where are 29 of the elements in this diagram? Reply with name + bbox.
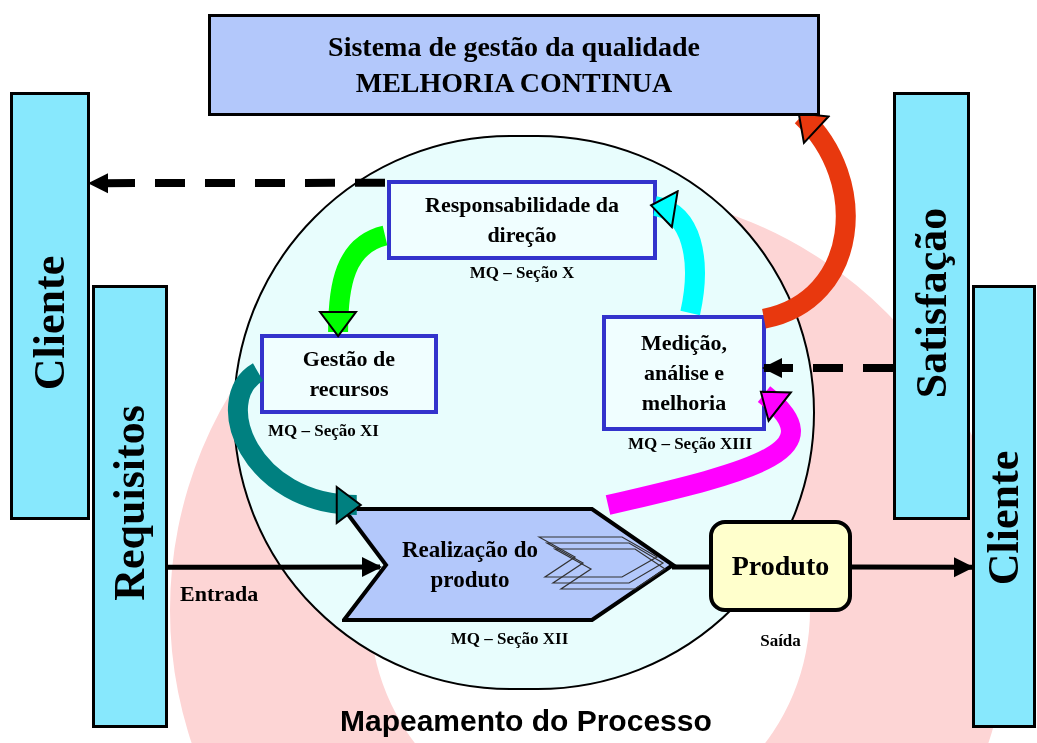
vertical-bar xyxy=(92,285,168,728)
vertical-bar xyxy=(10,92,90,520)
section-label: Saída xyxy=(759,630,802,652)
section-label: MQ – Seção XII xyxy=(449,628,570,650)
edge-label: Entrada xyxy=(180,580,259,608)
caption: Mapeamento do Processo xyxy=(340,703,712,739)
bar-label: Cliente xyxy=(982,450,1026,586)
vertical-bar xyxy=(893,92,970,520)
product-label: Produto xyxy=(731,549,830,583)
title-box xyxy=(208,14,820,116)
arrow xyxy=(852,557,974,578)
title-text: MELHORIA CONTINUA xyxy=(355,66,673,100)
title-text: Sistema de gestão da qualidade xyxy=(328,30,700,64)
arrow xyxy=(168,557,382,578)
bar-label: Cliente xyxy=(28,255,72,391)
section-label: MQ – Seção X xyxy=(468,262,576,284)
process-label: Medição, análise e melhoria xyxy=(639,329,729,417)
process-label: Responsabilidade da direção xyxy=(424,191,620,249)
arrow xyxy=(88,173,385,194)
vertical-bar xyxy=(972,285,1036,728)
arrow xyxy=(762,358,893,378)
process-label: Realização do produto xyxy=(400,535,540,594)
curved-block-arrow xyxy=(650,192,705,315)
curved-block-arrow xyxy=(605,386,801,515)
process-label: Gestão de recursos xyxy=(301,345,397,403)
bar-label: Satisfação xyxy=(909,207,954,399)
bar-label: Requisitos xyxy=(108,405,152,601)
section-label: MQ – Seção XIII xyxy=(626,433,754,455)
section-label: MQ – Seção XI xyxy=(268,420,379,442)
